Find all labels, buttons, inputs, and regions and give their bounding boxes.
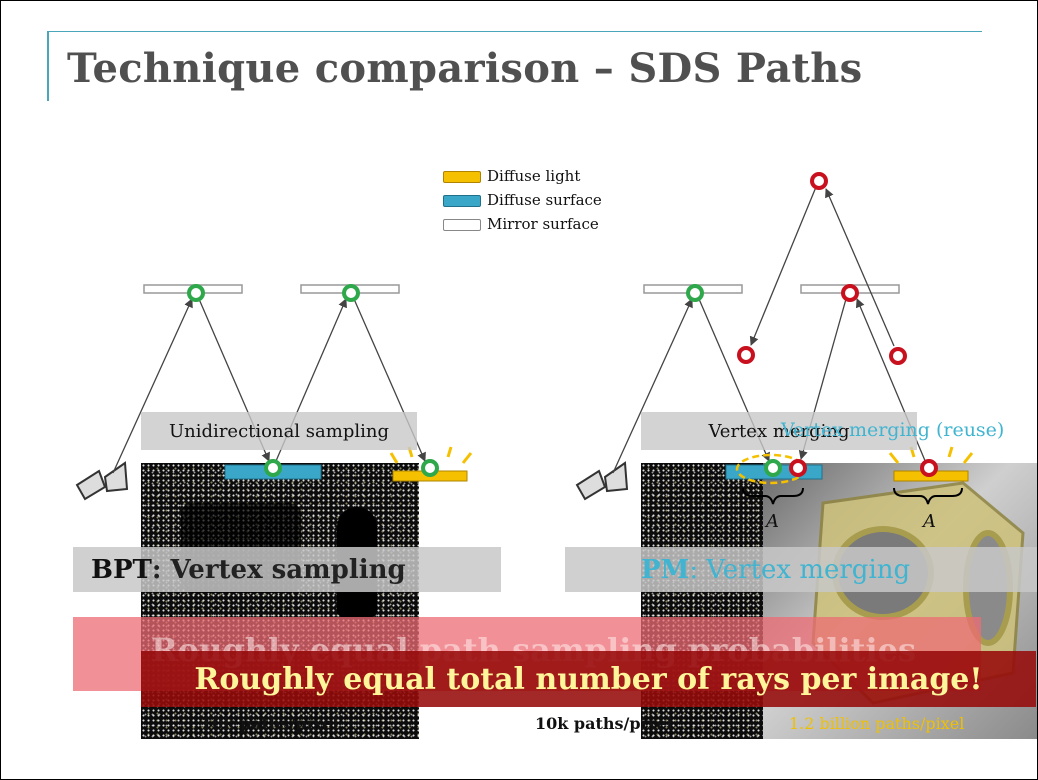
accent-line-vertical bbox=[47, 31, 49, 101]
paths-per-pixel-left: 10k paths/pixel bbox=[201, 714, 339, 733]
camera-vertex bbox=[764, 459, 782, 477]
camera-vertex bbox=[421, 459, 439, 477]
paths-per-pixel-right: 1.2 billion paths/pixel bbox=[789, 714, 965, 733]
camera-vertex bbox=[187, 284, 205, 302]
banner-main: Roughly equal total number of rays per i… bbox=[141, 651, 1036, 707]
caption-vertex-merging: Vertex merging bbox=[641, 412, 917, 450]
legend-label-mirror-surface: Mirror surface bbox=[487, 215, 599, 233]
light-vertices bbox=[737, 172, 938, 477]
light-vertex bbox=[737, 346, 755, 364]
technique-abbr-pm: PM bbox=[641, 554, 690, 585]
caption-vertex-merging-reuse: Vertex merging (reuse) bbox=[781, 419, 1005, 441]
light-vertex bbox=[810, 172, 828, 190]
caption-vertex-merging-text: Vertex merging bbox=[708, 420, 850, 442]
banner-main-text: Roughly equal total number of rays per i… bbox=[194, 661, 983, 697]
legend-label-diffuse-light: Diffuse light bbox=[487, 167, 581, 185]
light-vertex bbox=[841, 284, 859, 302]
camera-right bbox=[575, 461, 629, 501]
legend-label-diffuse-surface: Diffuse surface bbox=[487, 191, 602, 209]
camera-vertices bbox=[187, 284, 782, 477]
area-bracket-right bbox=[893, 487, 963, 505]
camera-vertex bbox=[342, 284, 360, 302]
camera-vertex bbox=[264, 459, 282, 477]
camera-left bbox=[75, 461, 129, 501]
paths-per-pixel-center: 10k paths/pixel bbox=[535, 714, 673, 733]
accent-line-horizontal bbox=[47, 31, 982, 32]
light-vertex bbox=[889, 347, 907, 365]
legend: Diffuse light Diffuse surface Mirror sur… bbox=[441, 167, 621, 239]
area-label-left: A bbox=[766, 511, 779, 532]
technique-label-bpt: BPT : Vertex sampling bbox=[73, 547, 501, 592]
legend-swatch-mirror-surface bbox=[443, 219, 481, 231]
caption-unidirectional-sampling: Unidirectional sampling bbox=[141, 412, 417, 450]
technique-name-bpt: : Vertex sampling bbox=[151, 554, 406, 585]
light-vertex bbox=[789, 459, 807, 477]
area-label-right: A bbox=[923, 511, 936, 532]
technique-abbr-bpt: BPT bbox=[91, 554, 152, 585]
area-bracket-left bbox=[742, 487, 804, 505]
legend-swatch-diffuse-surface bbox=[443, 195, 481, 207]
technique-name-pm: : Vertex merging bbox=[689, 554, 911, 585]
camera-vertex bbox=[686, 284, 704, 302]
legend-swatch-diffuse-light bbox=[443, 171, 481, 183]
technique-label-pm: PM : Vertex merging bbox=[565, 547, 1037, 592]
light-vertex bbox=[920, 459, 938, 477]
slide-title: Technique comparison – SDS Paths bbox=[67, 45, 863, 92]
